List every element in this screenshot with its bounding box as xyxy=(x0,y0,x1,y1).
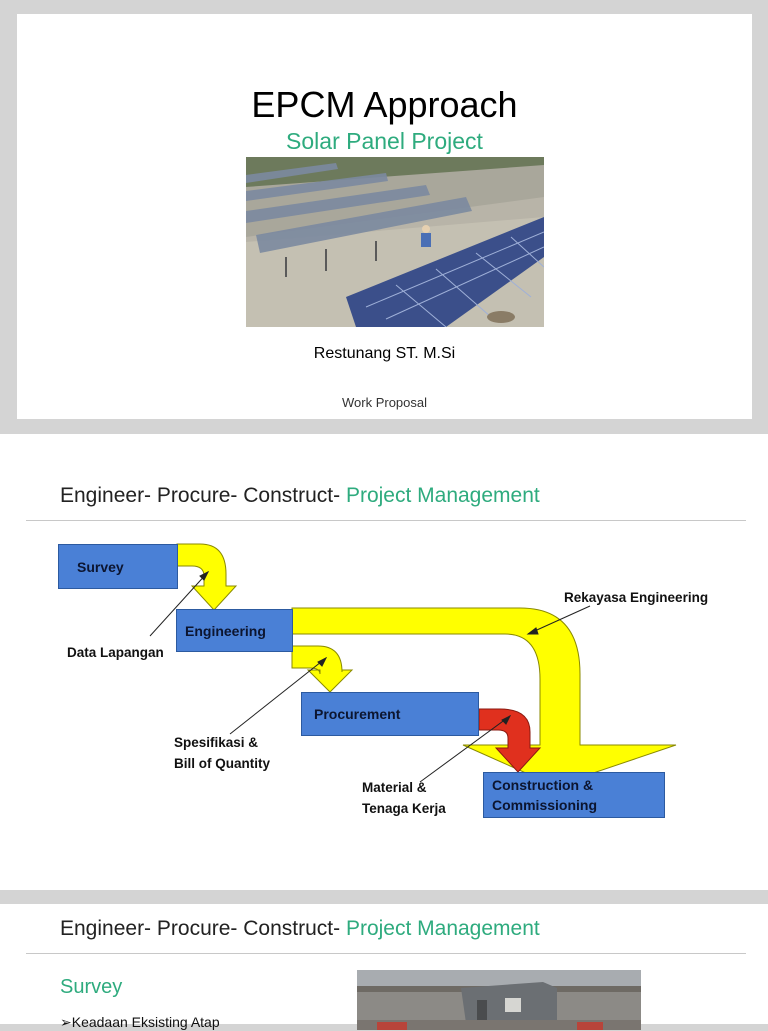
heading-prefix: Engineer- Procure- Construct- xyxy=(60,917,346,940)
survey-box: Survey xyxy=(58,544,178,589)
slide-heading: Engineer- Procure- Construct- Project Ma… xyxy=(60,917,540,941)
procurement-box: Procurement xyxy=(301,692,479,736)
construction-line2: Commissioning xyxy=(492,797,598,813)
rekayasa-label: Rekayasa Engineering xyxy=(564,590,709,605)
title-slide: EPCM Approach Solar Panel Project xyxy=(17,14,752,419)
author-name: Restunang ST. M.Si xyxy=(313,345,456,362)
pointer-line xyxy=(229,657,327,735)
survey-flow-arrow xyxy=(176,543,238,611)
material-line1: Material & xyxy=(362,780,427,795)
heading-highlight: Project Management xyxy=(345,484,540,507)
spesifikasi-line2: Bill of Quantity xyxy=(174,756,270,771)
epcm-flow-slide: Engineer- Procure- Construct- Project Ma… xyxy=(0,434,768,890)
proposal-label: Work Proposal xyxy=(341,395,427,410)
section-heading: Survey xyxy=(60,976,123,998)
spesifikasi-line1: Spesifikasi & xyxy=(174,735,259,750)
engineering-box: Engineering xyxy=(176,609,293,652)
slide-subtitle: Solar Panel Project xyxy=(286,128,483,154)
heading-prefix: Engineer- Procure- Construct- xyxy=(60,484,346,507)
construction-line1: Construction & xyxy=(492,777,594,793)
rekayasa-flow-arrow xyxy=(291,607,677,787)
construction-box: Construction & Commissioning xyxy=(483,772,665,818)
solar-panel-photo xyxy=(246,157,544,327)
rooftop-photo xyxy=(357,970,641,1030)
survey-slide: Engineer- Procure- Construct- Project Ma… xyxy=(0,904,768,1030)
engineering-flow-arrow xyxy=(291,645,354,693)
pointer-line xyxy=(149,571,209,637)
pointer-line xyxy=(527,605,591,635)
heading-highlight: Project Management xyxy=(345,917,540,940)
material-line2: Tenaga Kerja xyxy=(362,801,446,816)
bullet-item: ➢Keadaan Eksisting Atap xyxy=(60,1014,220,1030)
material-label: Material & Tenaga Kerja xyxy=(362,777,446,819)
material-flow-arrow xyxy=(478,708,542,773)
flow-diagram xyxy=(149,543,677,787)
slide-heading: Engineer- Procure- Construct- Project Ma… xyxy=(60,484,540,508)
spesifikasi-label: Spesifikasi & Bill of Quantity xyxy=(174,732,270,774)
heading-divider xyxy=(26,953,746,954)
slide-title: EPCM Approach xyxy=(251,84,518,125)
pointer-line xyxy=(419,715,511,783)
data-lapangan-label: Data Lapangan xyxy=(67,645,164,660)
heading-divider xyxy=(26,520,746,521)
